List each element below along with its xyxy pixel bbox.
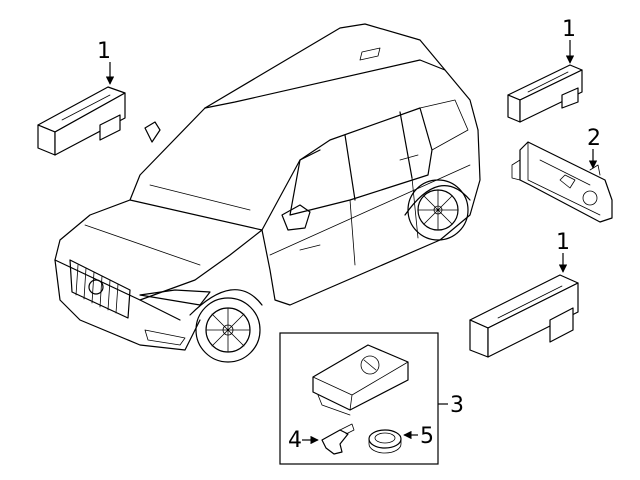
callout-label: 1 <box>562 17 576 42</box>
callout-1-top-right: 1 <box>562 17 576 64</box>
callout-label: 3 <box>450 393 464 418</box>
callout-1-top-left: 1 <box>97 39 115 85</box>
callout-1-lower-right: 1 <box>556 230 570 273</box>
bracket-part <box>511 141 613 223</box>
sensor-module-top-right <box>507 64 583 123</box>
sensor-module-top-left <box>37 86 126 156</box>
coin-battery <box>368 429 402 454</box>
sensor-module-lower-right <box>469 274 579 358</box>
callout-4-clip: 4 <box>288 428 319 453</box>
key-clip <box>321 423 355 455</box>
callout-2-bracket: 2 <box>587 126 601 169</box>
callout-label: 5 <box>420 424 434 449</box>
callout-label: 4 <box>288 428 302 453</box>
callout-5-battery: 5 <box>403 424 434 449</box>
key-fob-kit-box <box>279 332 439 465</box>
callout-3-kit: 3 <box>438 393 464 418</box>
vehicle-illustration <box>54 23 481 363</box>
callout-label: 1 <box>97 39 111 64</box>
callout-label: 2 <box>587 126 601 151</box>
key-fob <box>312 344 409 416</box>
callout-label: 1 <box>556 230 570 255</box>
